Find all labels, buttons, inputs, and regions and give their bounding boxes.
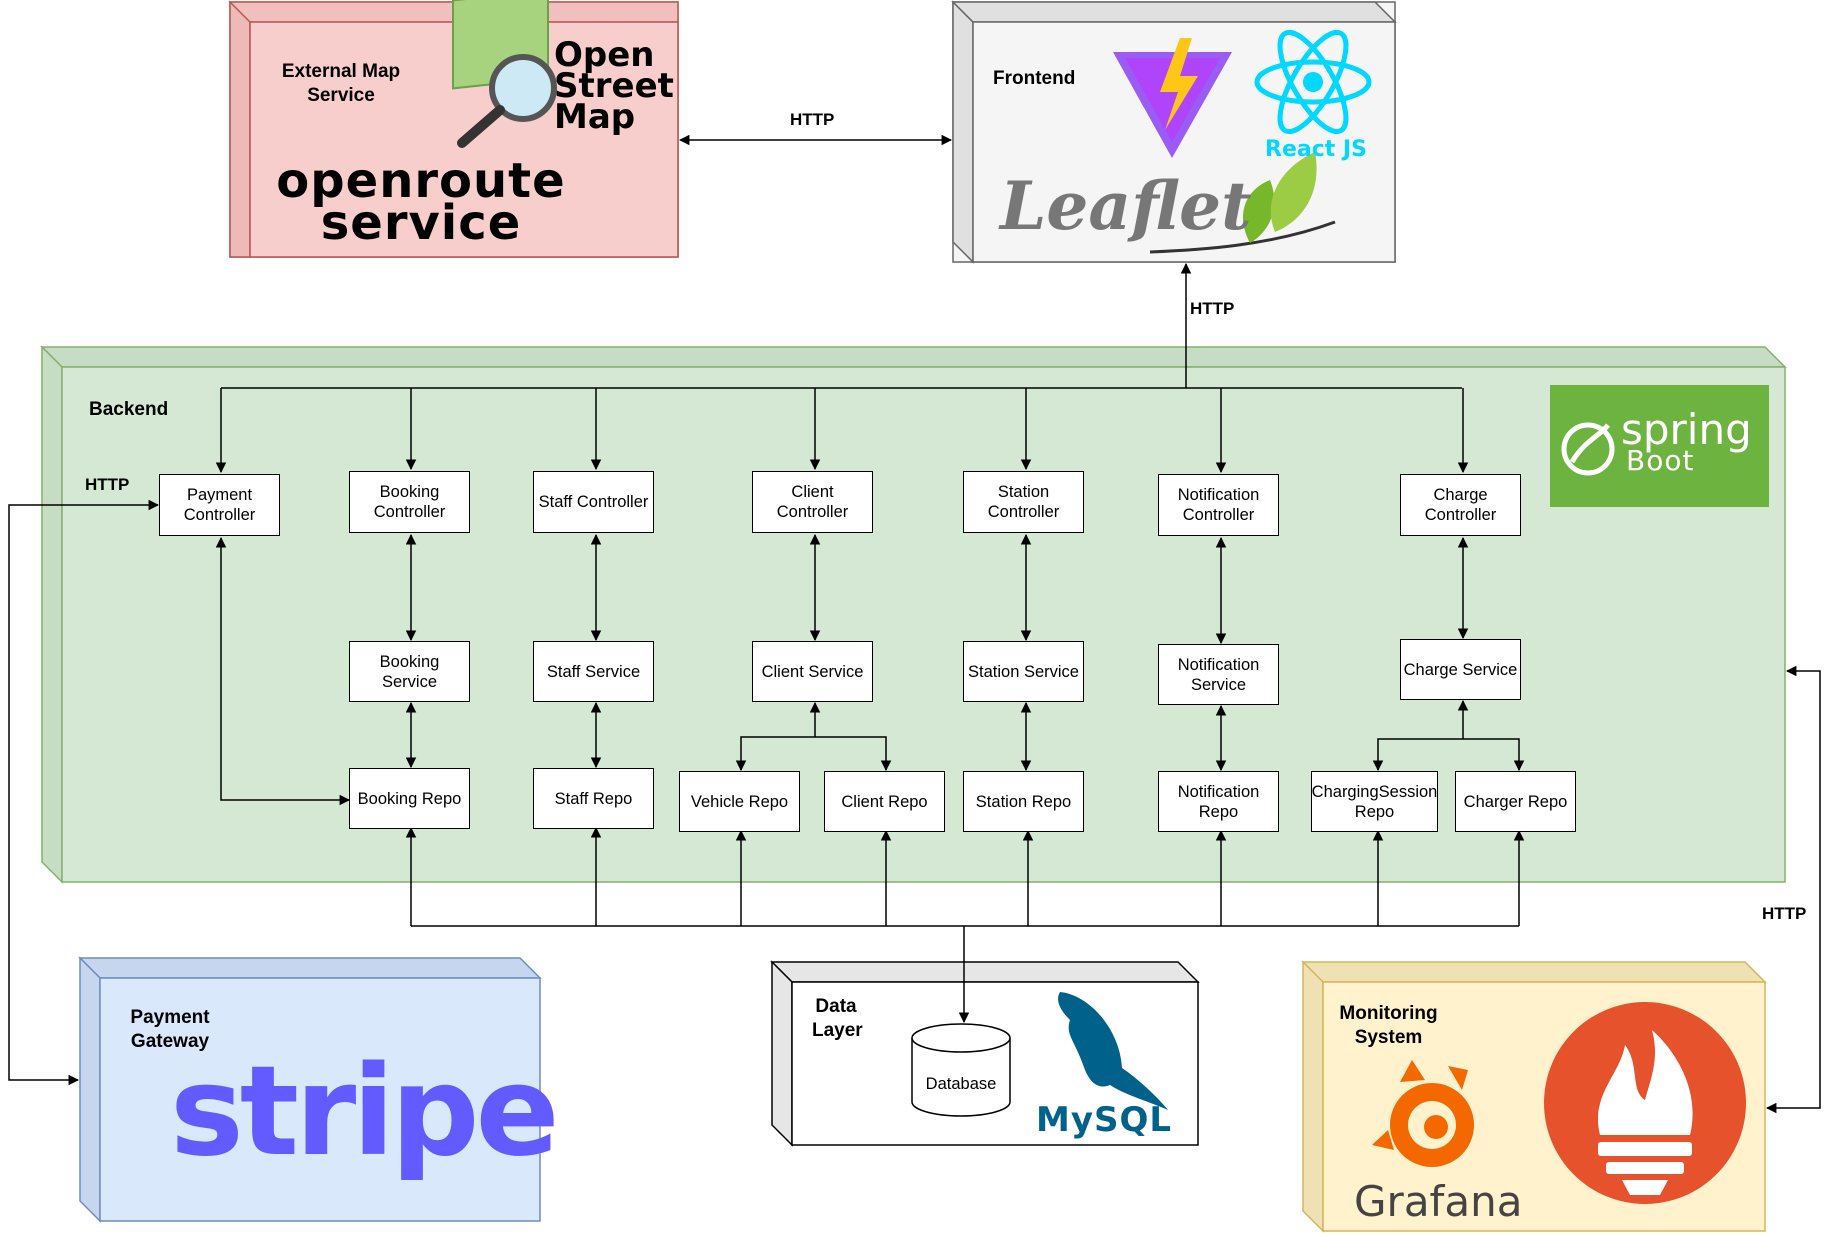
payment-controller: Payment Controller <box>159 474 280 536</box>
charge-service: Charge Service <box>1400 639 1521 700</box>
booking-controller: Booking Controller <box>349 471 470 533</box>
leaflet-logo <box>1149 152 1336 254</box>
notification-service: Notification Service <box>1158 644 1279 705</box>
notification-controller: Notification Controller <box>1158 474 1279 536</box>
payment-gateway-node <box>78 956 542 1223</box>
openstreetmap-text: Open Street Map <box>554 35 674 137</box>
stripe-text: stripe <box>170 1040 560 1184</box>
database-label: Database <box>925 1075 997 1093</box>
charger-repo: Charger Repo <box>1455 771 1576 832</box>
boot-text: Boot <box>1626 444 1695 477</box>
staff-service: Staff Service <box>533 641 654 702</box>
http-label-monitoring: HTTP <box>1762 904 1807 923</box>
frontend-title: Frontend <box>993 68 1076 89</box>
monitoring-title: Monitoring System <box>1339 1003 1438 1048</box>
openstreetmap-logo <box>452 0 557 148</box>
staff-controller: Staff Controller <box>533 471 654 533</box>
client-controller: Client Controller <box>752 471 873 533</box>
connectors <box>8 134 1821 1114</box>
grafana-logo <box>1372 1060 1474 1167</box>
notification-repo: Notification Repo <box>1158 771 1279 832</box>
react-js-text: React JS <box>1265 137 1367 162</box>
charge-controller: Charge Controller <box>1400 474 1521 536</box>
mysql-text: MySQL <box>1036 1100 1173 1140</box>
spring-boot-logo <box>1550 385 1769 507</box>
staff-repo: Staff Repo <box>533 768 654 829</box>
external-map-service-node <box>228 0 679 258</box>
station-service: Station Service <box>963 641 1084 702</box>
chargingsession-repo: ChargingSession Repo <box>1311 771 1438 832</box>
data-layer-title: Data Layer <box>812 996 863 1041</box>
react-logo <box>1254 29 1372 135</box>
database-node <box>911 1023 1011 1117</box>
vite-logo <box>1113 38 1232 158</box>
station-controller: Station Controller <box>963 471 1084 533</box>
http-label-front-back: HTTP <box>1190 299 1235 318</box>
external-map-title: External Map Service <box>281 61 401 106</box>
openrouteservice-text: openroute service <box>276 153 566 251</box>
grafana-text: Grafana <box>1354 1177 1523 1226</box>
http-label-payment: HTTP <box>85 475 130 494</box>
mysql-logo <box>1058 992 1168 1110</box>
leaflet-text: Leaflet <box>1000 167 1252 245</box>
booking-repo: Booking Repo <box>349 768 470 829</box>
payment-gateway-title: Payment Gateway <box>130 1007 210 1052</box>
http-label-ext-front: HTTP <box>790 110 835 129</box>
backend-title: Backend <box>89 399 169 420</box>
prometheus-logo <box>1544 1002 1746 1204</box>
spring-text: spring <box>1621 405 1752 454</box>
vehicle-repo: Vehicle Repo <box>679 771 800 832</box>
station-repo: Station Repo <box>963 771 1084 832</box>
client-service: Client Service <box>752 641 873 702</box>
client-repo: Client Repo <box>824 771 945 832</box>
booking-service: Booking Service <box>349 641 470 702</box>
